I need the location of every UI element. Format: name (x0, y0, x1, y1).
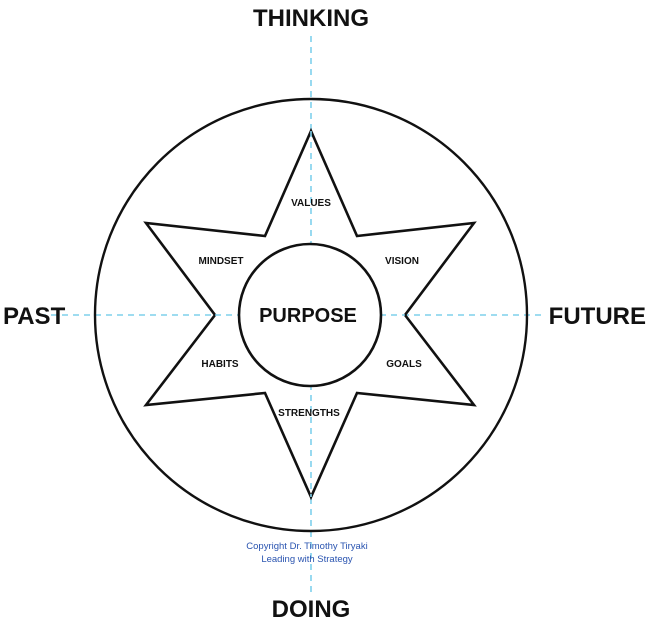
copyright-line-1: Copyright Dr. Timothy Tiryaki (246, 541, 367, 552)
petal-label-goals: GOALS (386, 359, 422, 370)
axis-label-bottom: DOING (272, 596, 351, 623)
copyright-line-2: Leading with Strategy (261, 554, 353, 565)
petal-label-values: VALUES (291, 198, 331, 209)
petal-label-strengths: STRENGTHS (278, 408, 340, 419)
axis-label-top: THINKING (253, 5, 369, 32)
petal-label-mindset: MINDSET (199, 256, 244, 267)
center-label: PURPOSE (259, 305, 357, 327)
petal-label-vision: VISION (385, 256, 419, 267)
outer-circle (93, 97, 529, 533)
axis-label-right: FUTURE (549, 303, 646, 330)
petal-label-habits: HABITS (201, 359, 239, 370)
axis-label-left: PAST (3, 303, 66, 330)
center-circle (237, 242, 383, 388)
